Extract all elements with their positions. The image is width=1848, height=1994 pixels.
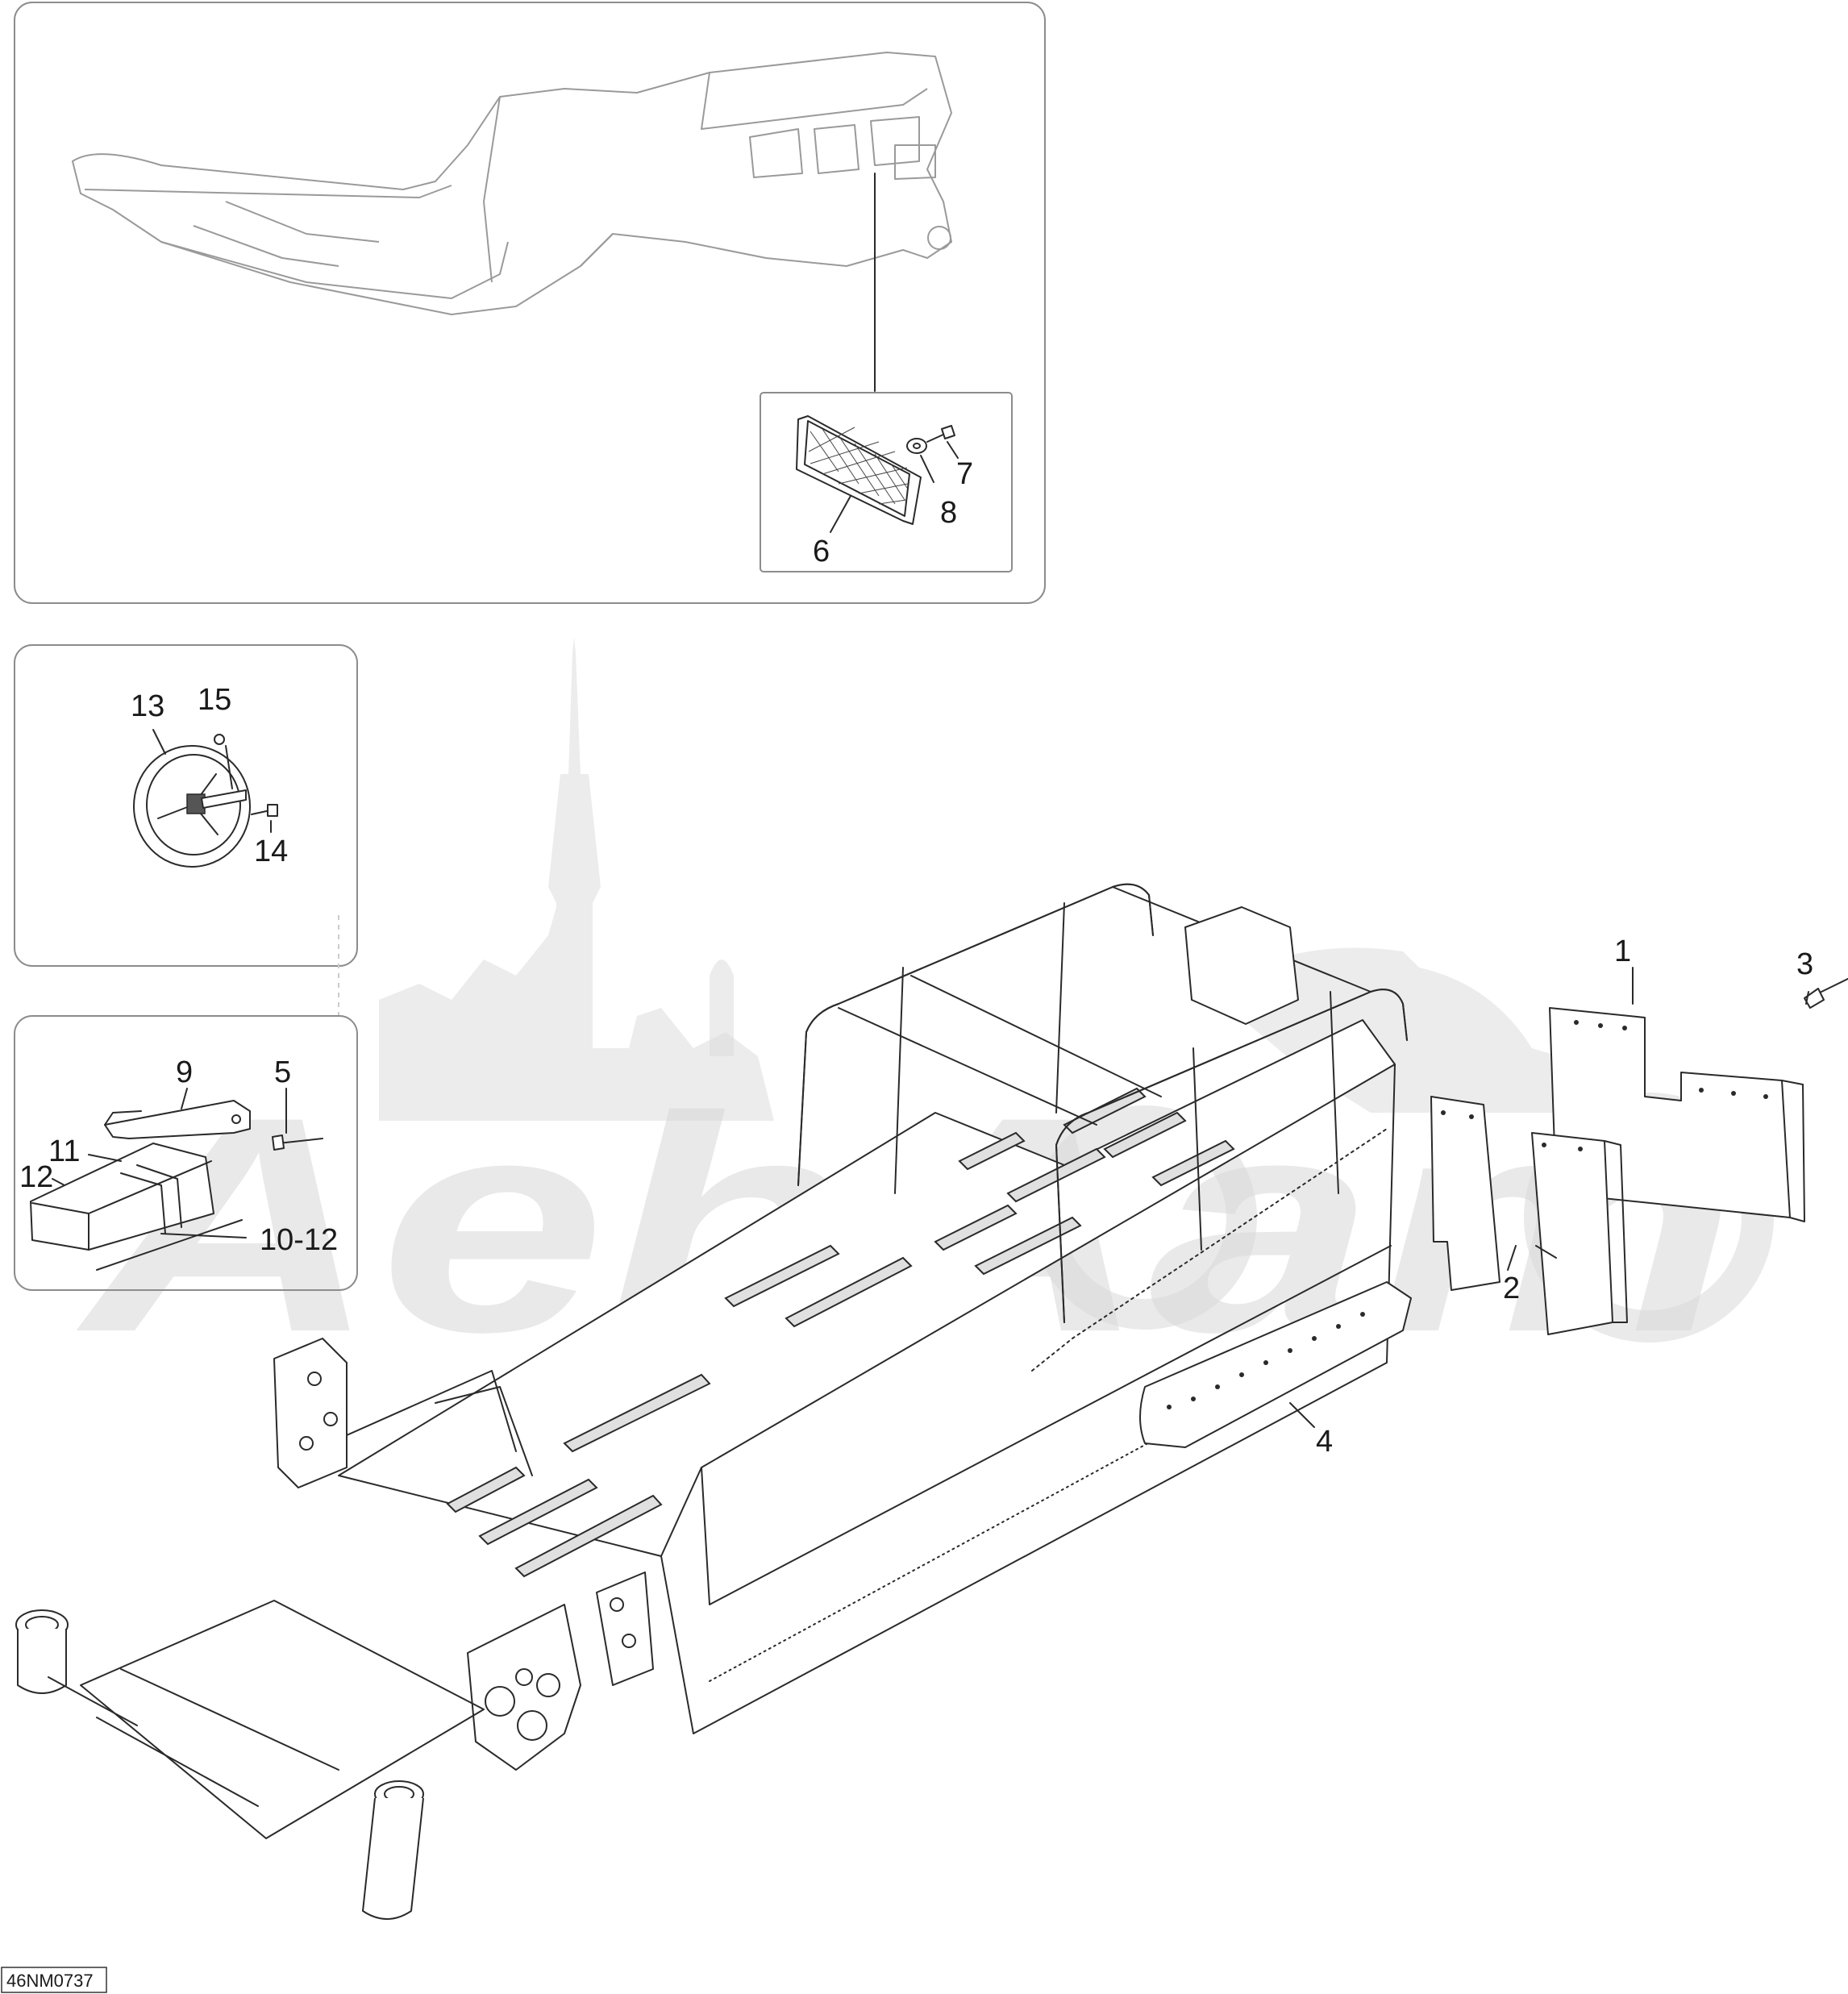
leader-2a [1507, 1245, 1517, 1271]
snow-flap-group: 1 3 2 [1430, 935, 1848, 1335]
inset-frame-wheel [14, 644, 358, 967]
rack-rail-outer-hl [797, 883, 1154, 1186]
bracket-hook [104, 1110, 142, 1126]
callout-3: 3 [1796, 947, 1813, 981]
callout-2: 2 [1503, 1272, 1520, 1305]
callout-4: 4 [1316, 1425, 1333, 1459]
deck-slots [446, 1087, 1235, 1578]
screw-14 [251, 804, 278, 817]
watermark-dome [710, 960, 734, 1056]
leader-15-line [225, 745, 233, 789]
seat-outline [72, 52, 952, 315]
frame-brace [435, 1386, 533, 1476]
callout-6: 6 [813, 535, 830, 568]
callout-7: 7 [956, 457, 973, 491]
rack-uprights [894, 902, 1339, 1251]
frame-bulkhead-lines [96, 1668, 339, 1807]
rivet-5 [272, 1134, 323, 1151]
diagram-code-box [1, 1967, 107, 1993]
spindle-right [362, 1780, 424, 1920]
snow-flap-edge [1781, 1080, 1805, 1222]
callout-8: 8 [940, 496, 957, 530]
spindle-left [15, 1609, 138, 1726]
frame-bulkhead [80, 1600, 485, 1839]
tunnel-rivet-band [1031, 1128, 1388, 1372]
leader-4 [1289, 1402, 1315, 1428]
tunnel-side [660, 1064, 1396, 1734]
storage-bag [30, 1143, 214, 1251]
bag-base-line [96, 1219, 243, 1271]
inset-seat-reflector: 7 8 6 [14, 2, 1046, 604]
diagram-code-text: 46NM0737 [6, 1971, 94, 1991]
diagram-code: 46NM0737 [1, 1967, 107, 1993]
bag-bracket [104, 1100, 251, 1139]
rear-rack [797, 883, 1408, 1323]
snow-flap-holes [1574, 1020, 1768, 1099]
frame-strut [346, 1370, 517, 1452]
inset-wheel: 13 15 14 [14, 644, 358, 967]
inset-frame-top [14, 2, 1046, 604]
washer-hole [913, 443, 921, 449]
callout-1: 1 [1614, 935, 1631, 968]
deflector-right-edge [1604, 1140, 1628, 1323]
rack-mount-bracket [1184, 906, 1299, 1025]
inset-storage-bag: 9 5 11 12 10-12 [14, 1015, 358, 1291]
leader-3 [1805, 991, 1809, 1005]
leader-12 [52, 1178, 65, 1186]
frame-plate-left [273, 1338, 348, 1488]
callout-13: 13 [131, 689, 164, 723]
callout-14: 14 [254, 835, 288, 868]
snow-flap [1549, 1007, 1791, 1218]
chassis: 4 [15, 883, 1412, 1920]
leader-8 [920, 455, 934, 483]
callout-11: 11 [48, 1134, 80, 1168]
bracket-hole [231, 1114, 241, 1124]
leader-10-12 [160, 1233, 247, 1238]
deflector-holes [1441, 1110, 1583, 1151]
reflector-screw [926, 425, 955, 443]
front-guard-rail [1139, 1281, 1412, 1448]
deflector-left [1430, 1096, 1500, 1291]
guard-rail-holes [1167, 1312, 1365, 1409]
leader-6 [830, 495, 851, 533]
inset-frame-reflector [760, 392, 1013, 572]
leader-11 [88, 1154, 122, 1162]
leader-2b [1535, 1245, 1557, 1259]
watermark-skyline [379, 637, 774, 1121]
callout-9: 9 [176, 1055, 193, 1089]
callout-5: 5 [274, 1055, 291, 1089]
tunnel-side-rail [701, 1245, 1392, 1605]
leader-9 [181, 1088, 188, 1109]
flap-rivet [1804, 977, 1848, 1009]
front-frame [80, 1338, 654, 1839]
leader-7 [947, 441, 959, 459]
inset-frame-bag [14, 1015, 358, 1291]
frame-plate-right [596, 1571, 654, 1686]
callout-12: 12 [19, 1160, 53, 1194]
screw-15 [214, 734, 225, 745]
leader-13 [152, 729, 166, 755]
plate-holes [299, 1372, 636, 1741]
reflector [796, 415, 922, 525]
bag-straps [120, 1164, 182, 1234]
frame-gusset [467, 1604, 581, 1771]
rack-rail-inner-hl [1055, 989, 1408, 1323]
callout-15: 15 [198, 683, 231, 717]
callout-10-12: 10-12 [260, 1223, 338, 1257]
wheel-clamp [201, 789, 247, 809]
